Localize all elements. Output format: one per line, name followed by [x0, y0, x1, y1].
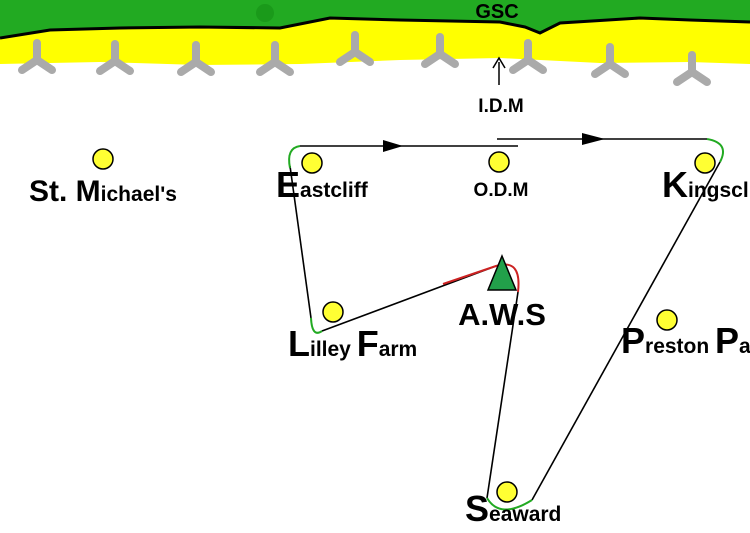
- label-farm-rest: arm: [379, 338, 418, 361]
- waypoint-seaward: [496, 481, 518, 503]
- turn-curves: [288, 138, 724, 511]
- tripod-marker-icon: [673, 51, 711, 86]
- label-farm-initial: F: [357, 323, 379, 364]
- label-preston-rest: reston: [645, 335, 715, 358]
- label-eastcliff-initial: E: [276, 164, 300, 205]
- tripod-marker-icon: [177, 41, 215, 76]
- label-kingscliff-rest: ingscliff: [688, 179, 750, 202]
- label-st-michaels-rest: ichael's: [101, 183, 177, 206]
- direction-arrow-icon: [582, 133, 605, 145]
- label-preston-initial: P: [621, 320, 645, 361]
- tripod-marker-icon: [509, 39, 547, 74]
- aws-triangle-icon: [486, 254, 518, 291]
- turn-lilley: [310, 317, 323, 334]
- idm-pointer: I.D.M: [478, 56, 524, 117]
- waypoint-odm: [488, 151, 510, 173]
- turn-aws: [442, 263, 520, 293]
- tripod-marker-icon: [18, 39, 56, 74]
- label-odm: O.D.M: [474, 180, 529, 201]
- route-seaward-to-aws: [486, 291, 519, 499]
- tripod-marker-icon: [336, 31, 374, 66]
- waypoint-st-michaels: [92, 148, 114, 170]
- waypoint-preston-park: [656, 309, 678, 331]
- label-aws: A.W.S: [458, 297, 546, 332]
- label-preston-park: Preston Park: [621, 320, 750, 361]
- label-st-michaels-initial: St. M: [29, 175, 101, 208]
- label-eastcliff: Eastcliff: [276, 164, 369, 205]
- waypoint-lilley-farm: [322, 301, 344, 323]
- label-seaward: Seaward: [465, 488, 561, 529]
- label-st-michaels: St. Michael's: [29, 175, 177, 208]
- turn-seaward: [486, 497, 533, 511]
- waypoint-eastcliff: [301, 152, 323, 174]
- label-lilley-farm: Lilley Farm: [288, 323, 417, 364]
- turn-eastcliff: [288, 145, 301, 169]
- route-kingscliff-to-seaward: [531, 161, 721, 501]
- label-seaward-rest: eaward: [489, 503, 561, 526]
- tripod-marker-icon: [421, 33, 459, 68]
- label-park-rest: ark: [739, 335, 750, 358]
- tripod-marker-icon: [591, 43, 629, 78]
- label-kingscliff-initial: K: [662, 164, 688, 205]
- idm-arrow-head-icon: [492, 56, 506, 69]
- direction-arrow-icon: [383, 140, 403, 152]
- waypoints: [92, 148, 716, 503]
- direction-arrows: [383, 133, 605, 152]
- label-lilley-initial: L: [288, 323, 310, 364]
- idm-label: I.D.M: [478, 96, 523, 117]
- label-park-initial: P: [715, 320, 739, 361]
- label-eastcliff-rest: astcliff: [300, 179, 369, 202]
- turn-kingscliff: [706, 138, 724, 163]
- beach-area: [0, 18, 750, 65]
- tripod-markers: [18, 31, 711, 86]
- land-dot-icon: [256, 4, 274, 22]
- shoreline: [0, 16, 750, 40]
- waypoint-kingscliff: [694, 152, 716, 174]
- coastline: GSC: [0, 0, 750, 65]
- label-kingscliff: Kingscliff: [662, 164, 750, 205]
- tripod-marker-icon: [256, 41, 294, 76]
- label-seaward-initial: S: [465, 488, 489, 529]
- gsc-label: GSC: [475, 1, 518, 23]
- route-lilley-to-eastcliff: [289, 165, 312, 319]
- label-lilley-rest: illey: [310, 338, 357, 361]
- location-labels: St. Michael's Eastcliff O.D.M Kingscliff…: [29, 164, 750, 529]
- tripod-marker-icon: [96, 40, 134, 75]
